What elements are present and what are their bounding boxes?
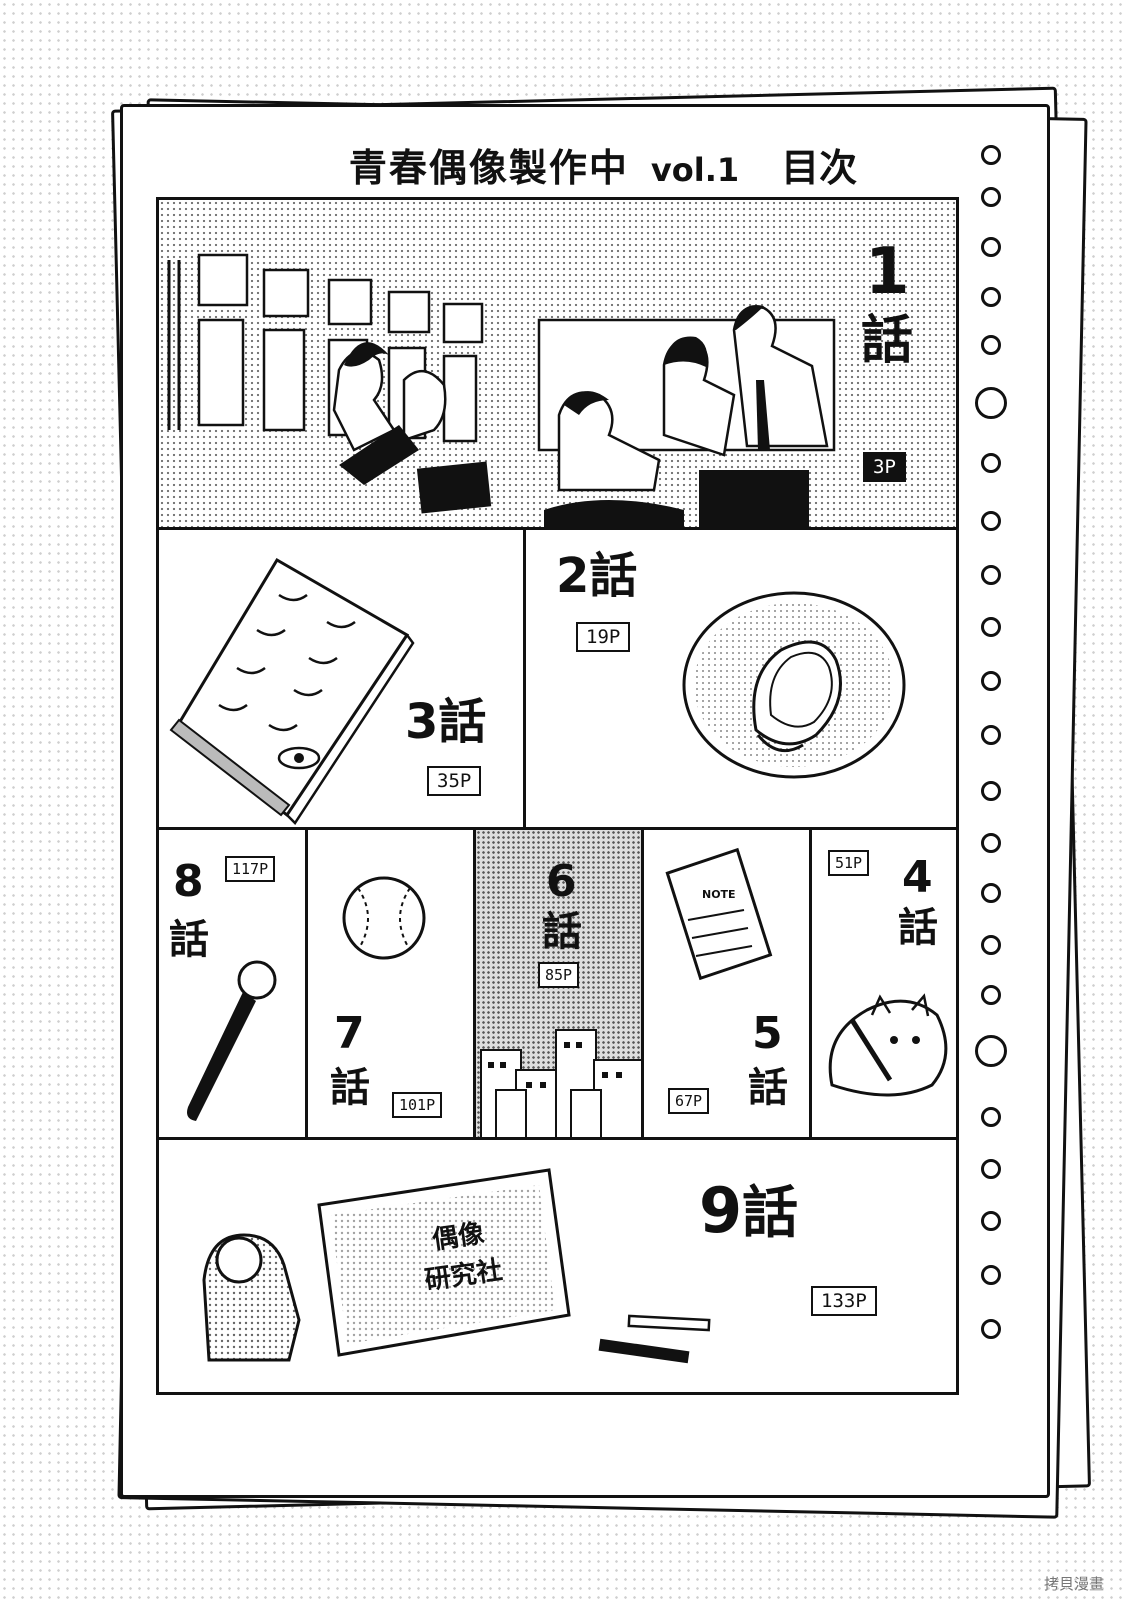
microphone-icon bbox=[187, 960, 277, 1121]
binder-hole bbox=[981, 145, 1001, 165]
page-title: 青春偶像製作中 vol.1 目次 bbox=[273, 137, 933, 190]
chapter-2-char: 話 bbox=[589, 548, 638, 604]
binder-hole bbox=[981, 1107, 1001, 1127]
chapter-8-number: 8 bbox=[173, 856, 204, 907]
chapter-5-char: 話 bbox=[748, 1065, 788, 1111]
chapter-4-page: 51P bbox=[828, 850, 870, 876]
baseball-icon bbox=[342, 876, 426, 960]
office-scene-illustration bbox=[167, 253, 836, 530]
chapter-9-char: 話 bbox=[742, 1181, 799, 1246]
chapter-3-number: 3 bbox=[405, 694, 439, 750]
panel-chapter-2: 2話 19P bbox=[523, 527, 959, 833]
paper-sheet-front: 青春偶像製作中 vol.1 目次 bbox=[120, 104, 1050, 1498]
toc-label: 目次 bbox=[781, 146, 858, 190]
chapter-5-page: 67P bbox=[668, 1088, 710, 1114]
binder-hole bbox=[981, 781, 1001, 801]
chapter-5-number: 5 bbox=[752, 1008, 783, 1059]
series-title: 青春偶像製作中 bbox=[348, 146, 629, 190]
panel-chapter-6: 6 話 85P bbox=[473, 827, 649, 1143]
panel-chapter-3: 3話 35P bbox=[156, 527, 532, 833]
chapter-7-char: 話 bbox=[330, 1065, 370, 1111]
binder-hole bbox=[981, 725, 1001, 745]
binder-hole bbox=[981, 287, 1001, 307]
curry-bread-illustration bbox=[682, 591, 906, 779]
binder-hole bbox=[981, 1211, 1001, 1231]
binder-hole bbox=[981, 883, 1001, 903]
chapter-7-page: 101P bbox=[392, 1092, 443, 1118]
notebook-illustration: NOTE bbox=[665, 847, 773, 981]
chapter-1-label: 話 bbox=[861, 311, 914, 371]
binder-hole-large bbox=[975, 1035, 1007, 1067]
binder-hole bbox=[981, 1319, 1001, 1339]
chapter-1-number: 1 bbox=[865, 235, 910, 309]
binder-hole bbox=[981, 511, 1001, 531]
chapter-3-label: 3話 bbox=[405, 698, 486, 746]
chapter-2-number: 2 bbox=[556, 548, 590, 604]
watermark: 拷貝漫畫 bbox=[1043, 1575, 1104, 1593]
notebook-label: NOTE bbox=[702, 888, 736, 901]
panel-chapter-5: NOTE 5 話 67P bbox=[641, 827, 817, 1143]
binder-hole bbox=[981, 985, 1001, 1005]
binder-hole bbox=[981, 671, 1001, 691]
chapter-7-number: 7 bbox=[334, 1008, 365, 1059]
desk-items-illustration bbox=[202, 1168, 711, 1364]
binder-hole-large bbox=[975, 387, 1007, 419]
chapter-9-number: 9 bbox=[699, 1174, 743, 1247]
chapter-9-label: 9話 bbox=[699, 1180, 798, 1242]
panel-chapter-7: 7 話 101P bbox=[305, 827, 481, 1143]
binder-hole bbox=[981, 453, 1001, 473]
volume-label: vol.1 bbox=[650, 151, 740, 189]
chapter-6-page: 85P bbox=[538, 962, 580, 988]
binder-hole bbox=[981, 617, 1001, 637]
binder-hole bbox=[981, 237, 1001, 257]
panel-chapter-9: 偶像 研究社 9話 133P bbox=[156, 1137, 959, 1395]
chapter-8-char: 話 bbox=[169, 917, 209, 963]
chapter-3-char: 話 bbox=[438, 694, 487, 750]
binder-hole bbox=[981, 935, 1001, 955]
eyelash-sticker-book-illustration bbox=[169, 557, 415, 825]
binder-hole bbox=[981, 833, 1001, 853]
chapter-2-page: 19P bbox=[576, 622, 631, 652]
chapter-9-page: 133P bbox=[811, 1286, 877, 1316]
binder-hole bbox=[981, 565, 1001, 585]
binder-hole bbox=[981, 1159, 1001, 1179]
chapter-1-page: 3P bbox=[863, 452, 906, 482]
cityscape-illustration bbox=[480, 1029, 645, 1140]
chapter-6-char: 話 bbox=[542, 909, 582, 955]
chapter-6-number: 6 bbox=[546, 856, 577, 907]
binder-hole bbox=[981, 335, 1001, 355]
chapter-8-page: 117P bbox=[225, 856, 276, 882]
chapter-4-number: 4 bbox=[902, 852, 933, 903]
cat-pouch-illustration bbox=[828, 993, 948, 1097]
binder-hole bbox=[981, 1265, 1001, 1285]
panel-chapter-8: 8 話 117P bbox=[156, 827, 314, 1143]
binder-hole bbox=[981, 187, 1001, 207]
chapter-3-page: 35P bbox=[427, 766, 482, 796]
chapter-2-label: 2話 bbox=[556, 552, 637, 600]
panel-chapter-4: 51P 4 話 bbox=[809, 827, 959, 1143]
panel-chapter-1: 1 話 3P bbox=[156, 197, 959, 533]
chapter-4-char: 話 bbox=[898, 905, 938, 951]
